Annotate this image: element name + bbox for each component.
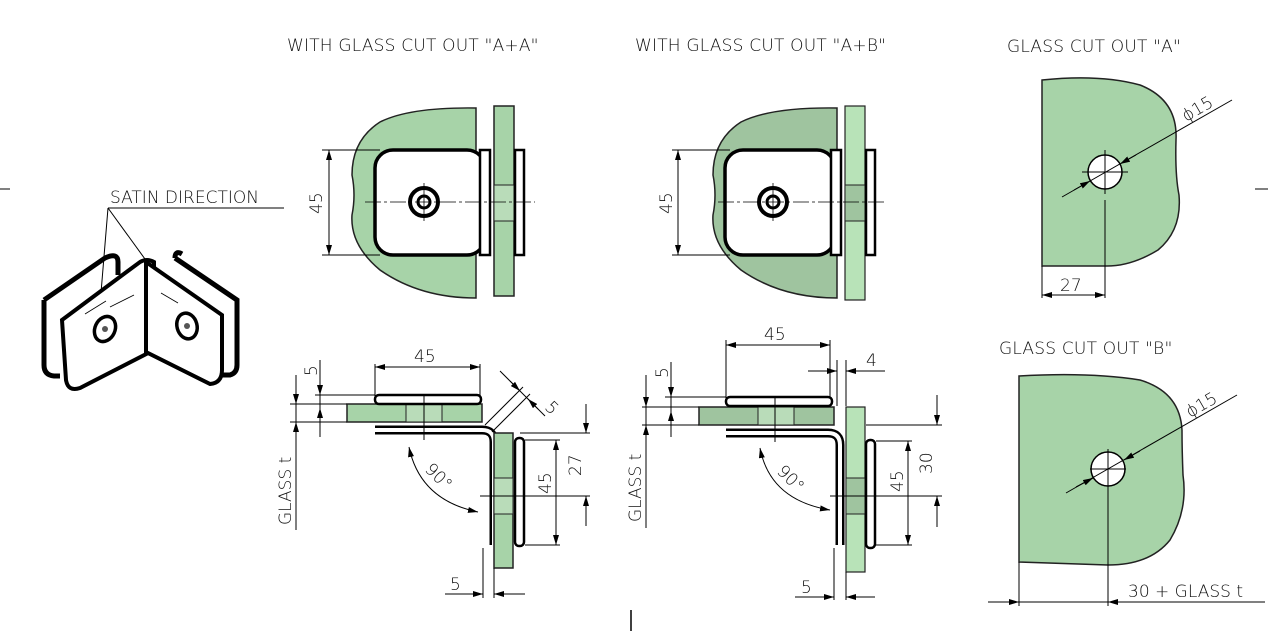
view-aa-side-offset: 27 [566,454,586,476]
view-aa-side-height: 45 [536,472,556,494]
view-aa-top-width: 45 [414,347,436,367]
view-ab-front-height: 45 [657,192,677,214]
title-cutout-b: GLASS CUT OUT "B" [999,339,1173,359]
view-aa-angle: 90° [420,459,455,494]
view-ab-angle: 90° [772,461,807,496]
view-aa-diag-offset: 5 [540,397,562,419]
view-ab-side-height: 45 [888,470,908,492]
title-view-ab: WITH GLASS CUT OUT "A+B" [635,36,886,56]
view-ab-plan: 45 4 5 GLASS t 90° 45 30 5 [626,325,942,600]
view-aa-top-offset: 5 [302,365,322,376]
title-view-aa: WITH GLASS CUT OUT "A+A" [287,36,539,56]
view-aa-plan: 45 5 GLASS t 90° 5 45 27 5 [276,347,590,598]
cutout-a-diameter: ϕ15 [1179,93,1217,127]
title-cutout-a: GLASS CUT OUT "A" [1007,37,1181,57]
cutout-a-view: ϕ15 27 [1041,77,1233,298]
view-ab-side-offset: 30 [917,452,937,474]
view-ab-gap: 4 [866,351,877,371]
view-aa-front-height: 45 [307,192,327,214]
satin-direction-label: SATIN DIRECTION [110,188,259,208]
cutout-b-offset: 30 + GLASS t [1128,582,1243,602]
view-ab-glass-label: GLASS t [626,454,646,522]
isometric-clamp-view: SATIN DIRECTION [41,188,284,391]
view-aa-front: 45 [307,105,535,299]
view-ab-front: 45 [657,105,885,301]
view-aa-bottom-offset: 5 [450,575,461,595]
view-ab-top-width: 45 [764,325,786,345]
cutout-b-view: ϕ15 30 + GLASS t [988,373,1265,606]
view-ab-top-offset: 5 [653,367,673,378]
view-aa-glass-label: GLASS t [276,457,296,525]
view-ab-bottom-offset: 5 [801,578,812,598]
cutout-a-offset: 27 [1060,276,1082,296]
cutout-b-diameter: ϕ15 [1183,389,1221,423]
